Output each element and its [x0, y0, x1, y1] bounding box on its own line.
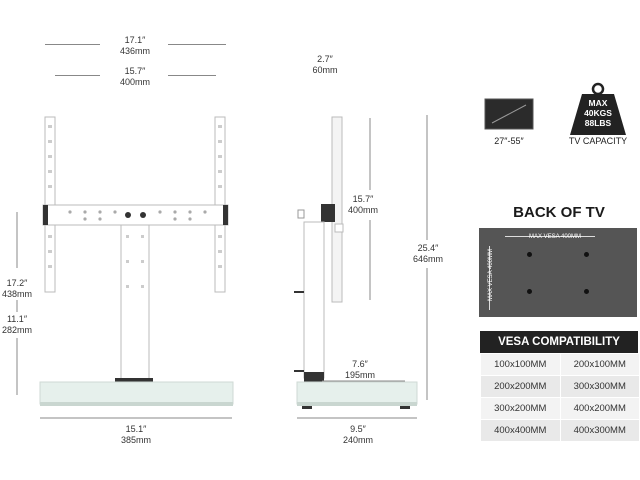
height-bracket-mm: 438mm: [1, 289, 32, 299]
capacity-text: MAX 40KGS 88LBS: [568, 98, 628, 128]
capacity-line3: 88LBS: [584, 118, 612, 128]
base-width-mm: 385mm: [120, 435, 151, 445]
capacity-label: TV CAPACITY: [568, 136, 628, 146]
vesa-v-label: MAX VESA 400MM: [488, 248, 495, 302]
vesa-table-title: VESA COMPATIBILITY: [480, 331, 638, 353]
dim-line: [45, 44, 100, 45]
table-row: 400x400MM 400x300MM: [480, 419, 640, 442]
mount-hole: [584, 289, 589, 294]
base-width-in: 15.1″: [125, 424, 147, 434]
table-row: 200x200MM 300x300MM: [480, 375, 640, 398]
width-vesa-in: 15.7″: [124, 66, 146, 76]
depth-top-in: 2.7″: [317, 54, 333, 64]
side-stand-drawing: [294, 115, 428, 419]
table-cell: 400x200MM: [559, 397, 640, 420]
vesa-compatibility-table: VESA COMPATIBILITY 100x100MM 200x100MM 2…: [480, 331, 640, 442]
vesa-height-mm: 400mm: [347, 205, 378, 215]
base-inner-mm: 195mm: [344, 370, 375, 380]
table-row: 300x200MM 400x200MM: [480, 397, 640, 420]
width-outer-mm: 436mm: [119, 46, 150, 56]
vesa-height-in: 15.7″: [352, 194, 374, 204]
table-cell: 200x100MM: [559, 353, 640, 376]
total-height-in: 25.4″: [417, 243, 439, 253]
height-bracket-in: 17.2″: [6, 278, 28, 288]
table-cell: 300x300MM: [559, 375, 640, 398]
dim-line: [168, 75, 216, 76]
total-height-mm: 646mm: [412, 254, 443, 264]
depth-top-mm: 60mm: [312, 65, 338, 75]
table-cell: 400x300MM: [559, 419, 640, 442]
base-depth-in: 9.5″: [350, 424, 366, 434]
capacity-line2: 40KGS: [584, 108, 612, 118]
table-cell: 200x200MM: [480, 375, 561, 398]
width-outer-in: 17.1″: [124, 35, 146, 45]
table-row: 100x100MM 200x100MM: [480, 353, 640, 376]
base-inner-in: 7.6″: [352, 359, 368, 369]
table-cell: 300x200MM: [480, 397, 561, 420]
tv-size-label: 27″-55″: [494, 136, 524, 146]
base-depth-mm: 240mm: [342, 435, 373, 445]
capacity-line1: MAX: [588, 98, 608, 108]
mount-hole: [584, 252, 589, 257]
width-vesa-mm: 400mm: [119, 77, 150, 87]
dim-line: [168, 44, 226, 45]
back-of-tv-title: BACK OF TV: [513, 204, 605, 221]
weight-icon: [570, 82, 626, 135]
dim-line: [55, 75, 100, 76]
height-column-mm: 282mm: [1, 325, 32, 335]
vesa-table: 100x100MM 200x100MM 200x200MM 300x300MM …: [480, 353, 640, 442]
vesa-h-label: MAX VESA 400MM: [529, 234, 582, 240]
table-cell: 400x400MM: [480, 419, 561, 442]
table-cell: 100x100MM: [480, 353, 561, 376]
tv-back-panel: MAX VESA 400MM MAX VESA 400MM: [479, 228, 637, 317]
tv-icon: [484, 98, 534, 130]
mount-hole: [527, 252, 532, 257]
mount-hole: [527, 289, 532, 294]
height-column-in: 11.1″: [6, 314, 28, 324]
front-stand-drawing: [16, 116, 234, 419]
